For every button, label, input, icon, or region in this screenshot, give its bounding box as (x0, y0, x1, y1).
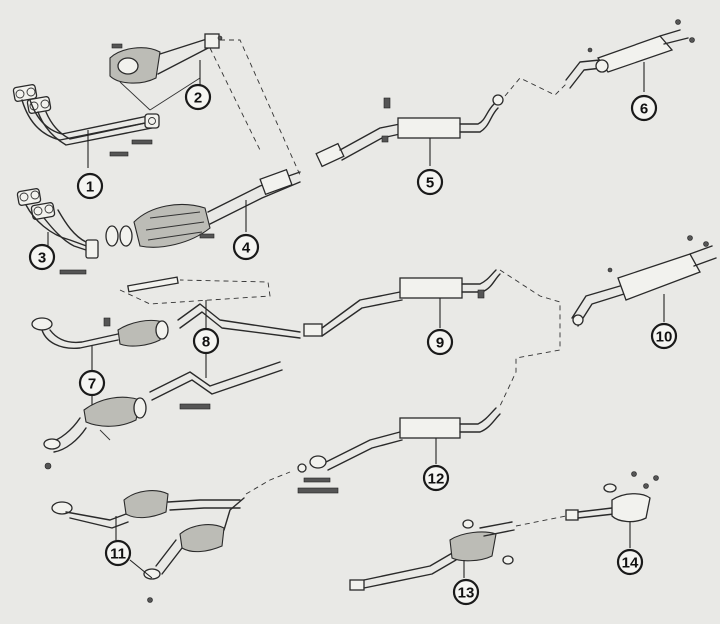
callout-label-12: 12 (428, 471, 445, 488)
callout-label-14: 14 (622, 555, 639, 572)
cat-pipe-4 (105, 168, 301, 248)
callout-10: 10 (650, 322, 678, 350)
callout-5: 5 (416, 168, 444, 196)
callout-2: 2 (184, 83, 212, 111)
callout-label-9: 9 (436, 335, 444, 352)
callout-7: 7 (78, 369, 106, 397)
callout-label-10: 10 (656, 329, 673, 346)
callout-label-5: 5 (426, 175, 434, 192)
callout-label-1: 1 (86, 179, 94, 196)
intermediate-pipe-8 (119, 276, 301, 410)
centre-silencer-9 (303, 269, 501, 337)
twin-cat-pipe-11 (51, 471, 291, 603)
centre-silencer-12 (297, 407, 501, 494)
callout-12: 12 (422, 464, 450, 492)
rear-silencer-10 (571, 235, 717, 327)
callout-13: 13 (452, 578, 480, 606)
callout-label-7: 7 (88, 376, 96, 393)
callout-11: 11 (104, 539, 132, 567)
callout-9: 9 (426, 328, 454, 356)
dash-line-c (504, 77, 569, 97)
callout-4: 4 (232, 233, 260, 261)
rear-silencer-6 (565, 19, 695, 92)
callout-label-6: 6 (640, 101, 648, 118)
dash-line-a (220, 39, 301, 176)
centre-silencer-5 (315, 94, 504, 168)
dash-line-e (515, 515, 567, 527)
front-pipe-7 (31, 317, 169, 410)
dash-line-b (209, 47, 261, 151)
callout-14: 14 (616, 548, 644, 576)
lower-cat-7 (43, 396, 147, 470)
callout-label-13: 13 (458, 585, 475, 602)
rear-assembly-13 (349, 519, 515, 591)
callout-label-3: 3 (38, 250, 46, 267)
callout-3: 3 (28, 243, 56, 271)
callout-6: 6 (630, 94, 658, 122)
callout-label-4: 4 (242, 240, 251, 257)
front-pipe-3 (16, 188, 99, 275)
front-pipe-1 (12, 84, 160, 168)
callout-label-8: 8 (202, 334, 210, 351)
callout-1: 1 (76, 172, 104, 200)
callout-label-11: 11 (110, 546, 126, 563)
callout-label-2: 2 (194, 90, 202, 107)
catalytic-converter-2 (109, 33, 223, 111)
callout-8: 8 (192, 327, 220, 355)
rear-silencer-14 (565, 471, 659, 548)
dash-line-d (499, 269, 561, 407)
